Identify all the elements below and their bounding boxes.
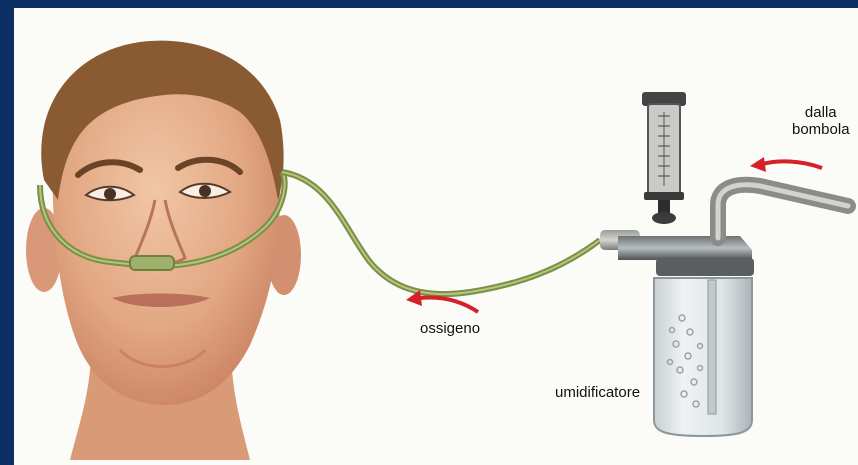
oxygen-label: ossigeno	[420, 320, 480, 337]
dip-tube	[708, 280, 716, 414]
oxygen-flow-arrow	[420, 298, 478, 312]
jar-cap	[656, 258, 754, 276]
nasal-prongs	[130, 256, 174, 270]
patient-head	[26, 41, 301, 460]
humidifier-head	[618, 236, 752, 260]
humidifier-jar	[654, 278, 752, 436]
inflow-arrow	[762, 161, 822, 168]
inflow-arrowhead	[750, 157, 766, 172]
humidifier-label: umidificatore	[555, 384, 640, 401]
source-label-line1: dalla	[792, 104, 850, 121]
source-label-line2: bombola	[792, 121, 850, 138]
source-label: dalla bombola	[792, 104, 850, 138]
